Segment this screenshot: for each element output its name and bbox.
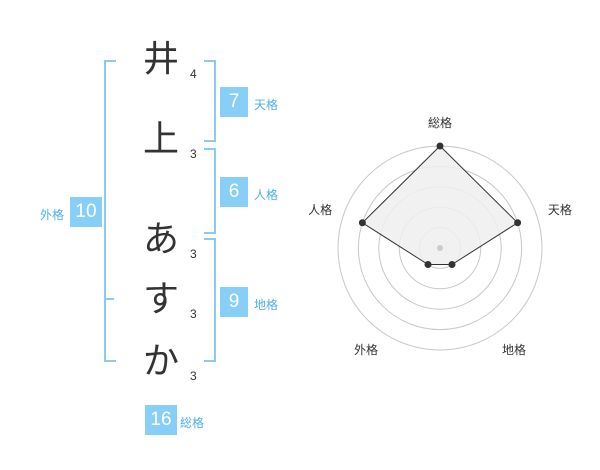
radar-axis-label-tenkaku: 天格 (547, 202, 572, 217)
gaikaku-label: 外格 (40, 208, 65, 222)
stroke-count-1: 4 (190, 67, 197, 81)
gaikaku-value-box: 10 (70, 197, 102, 227)
radar-score-polygon (361, 145, 519, 266)
chikaku-value-box: 9 (220, 287, 248, 317)
tenkaku-bracket (204, 60, 216, 142)
jinkaku-bracket (204, 148, 216, 234)
tenkaku-label: 天格 (254, 98, 279, 112)
radar-center-dot (437, 245, 443, 251)
radar-point-4 (358, 219, 366, 227)
chikaku-bracket (204, 238, 216, 362)
chikaku-label: 地格 (254, 298, 279, 312)
radar-point-3 (424, 261, 432, 269)
soukaku-label: 総格 (180, 416, 205, 430)
stroke-count-4: 3 (190, 307, 197, 321)
radar-point-1 (514, 219, 522, 227)
name-char-4: す (142, 279, 179, 320)
name-char-3: あ (142, 219, 179, 260)
stroke-count-5: 3 (190, 369, 197, 383)
soukaku-value-box: 16 (145, 405, 177, 435)
gaikaku-bracket (104, 60, 116, 362)
name-char-5: か (142, 341, 179, 382)
radar-axis-label-chikaku: 地格 (502, 343, 527, 358)
radar-axis-label-jinkaku: 人格 (308, 202, 333, 217)
name-char-2: 上 (142, 119, 179, 160)
jinkaku-value-box: 6 (220, 177, 248, 207)
jinkaku-label: 人格 (254, 188, 279, 202)
radar-point-2 (448, 261, 456, 269)
radar-axis-label-gaikaku: 外格 (353, 343, 378, 358)
radar-axis-label-soukaku: 総格 (428, 115, 453, 130)
radar-point-0 (436, 142, 444, 150)
tenkaku-value-box: 7 (220, 87, 248, 117)
gaikaku-bracket-divider (106, 298, 114, 300)
name-char-1: 井 (142, 39, 179, 80)
stroke-count-3: 3 (190, 247, 197, 261)
stroke-count-2: 3 (190, 147, 197, 161)
